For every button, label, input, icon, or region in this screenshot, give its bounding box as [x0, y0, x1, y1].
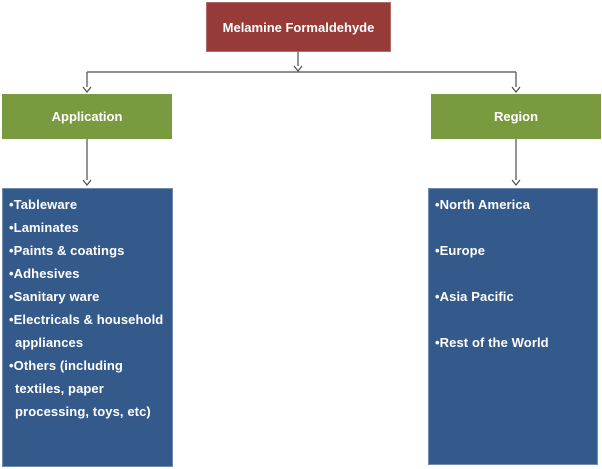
arrowhead-application: [82, 86, 92, 93]
list-item: Laminates: [4, 216, 170, 239]
list-item: Adhesives: [4, 262, 170, 285]
branch-node-application: Application: [2, 94, 172, 139]
arrowhead-root: [293, 65, 303, 72]
branch-node-application-label: Application: [51, 109, 123, 124]
list-item: North America: [430, 193, 595, 216]
branch-node-region-label: Region: [493, 109, 539, 124]
list-item: Rest of the World: [430, 331, 595, 354]
branch-node-region: Region: [431, 94, 601, 139]
list-item: Electricals & household appliances: [4, 308, 170, 354]
list-item: Europe: [430, 239, 595, 262]
list-item: Tableware: [4, 193, 170, 216]
arrowhead-region-panel: [511, 179, 521, 186]
arrowhead-application-panel: [82, 179, 92, 186]
root-node-label: Melamine Formaldehyde: [222, 19, 375, 35]
region-items-panel: North AmericaEuropeAsia PacificRest of t…: [428, 188, 598, 465]
list-item: Asia Pacific: [430, 285, 595, 308]
list-item: Paints & coatings: [4, 239, 170, 262]
list-item: Sanitary ware: [4, 285, 170, 308]
arrowhead-region: [511, 86, 521, 93]
root-node: Melamine Formaldehyde: [206, 2, 391, 52]
application-items-panel: TablewareLaminatesPaints & coatingsAdhes…: [2, 188, 173, 467]
list-item: Others (including textiles, paper proces…: [4, 354, 170, 423]
